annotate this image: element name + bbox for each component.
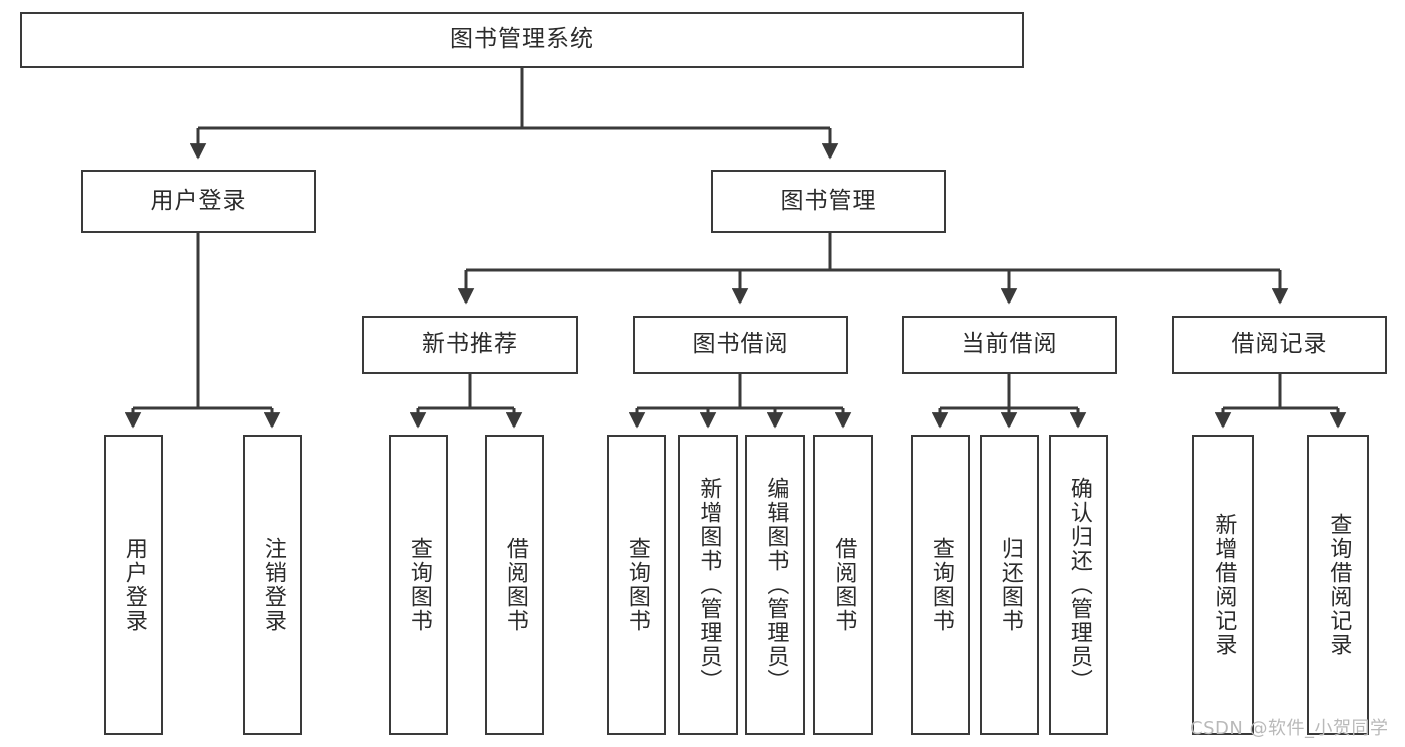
node-label: 查询图书 [406,537,432,633]
node-user-login[interactable]: 用户登录 [81,170,316,233]
node-label: 用户登录 [121,537,147,633]
leaf-current-borrow-query-book[interactable]: 查询图书 [911,435,970,735]
watermark: CSDN @软件_小贺同学 [1190,718,1389,739]
node-label: 新增图书（管理员） [696,477,722,693]
node-root-book-management-system[interactable]: 图书管理系统 [20,12,1024,68]
node-label: 图书管理 [780,187,877,214]
node-book-management[interactable]: 图书管理 [711,170,946,233]
leaf-book-borrow-add-book-admin[interactable]: 新增图书（管理员） [678,435,738,735]
node-label: 用户登录 [150,187,247,214]
node-current-borrow[interactable]: 当前借阅 [902,316,1117,374]
node-label: 借阅图书 [831,537,857,633]
leaf-borrow-record-query-record[interactable]: 查询借阅记录 [1307,435,1369,735]
leaf-new-book-query-book[interactable]: 查询图书 [389,435,448,735]
leaf-borrow-record-add-record[interactable]: 新增借阅记录 [1192,435,1254,735]
node-label: 图书借阅 [692,331,789,358]
node-label: 注销登录 [260,537,286,633]
node-borrow-record[interactable]: 借阅记录 [1172,316,1387,374]
leaf-user-login-logout[interactable]: 注销登录 [243,435,302,735]
node-label: 确认归还（管理员） [1066,477,1092,693]
node-label: 归还图书 [997,537,1023,633]
node-label: 新增借阅记录 [1211,513,1237,657]
leaf-current-borrow-confirm-return-admin[interactable]: 确认归还（管理员） [1049,435,1108,735]
leaf-current-borrow-return-book[interactable]: 归还图书 [980,435,1039,735]
node-label: 查询借阅记录 [1326,513,1352,657]
leaf-book-borrow-edit-book-admin[interactable]: 编辑图书（管理员） [745,435,805,735]
node-label: 借阅记录 [1231,331,1328,358]
leaf-book-borrow-query-book[interactable]: 查询图书 [607,435,666,735]
node-label: 查询图书 [624,537,650,633]
leaf-book-borrow-borrow-book[interactable]: 借阅图书 [813,435,873,735]
node-book-borrow[interactable]: 图书借阅 [633,316,848,374]
leaf-new-book-borrow-book[interactable]: 借阅图书 [485,435,544,735]
node-label: 查询图书 [928,537,954,633]
node-label: 图书管理系统 [450,26,594,53]
node-label: 借阅图书 [502,537,528,633]
node-new-book-recommend[interactable]: 新书推荐 [362,316,578,374]
leaf-user-login-login[interactable]: 用户登录 [104,435,163,735]
node-label: 当前借阅 [961,331,1058,358]
node-label: 编辑图书（管理员） [763,477,789,693]
node-label: 新书推荐 [422,331,518,358]
